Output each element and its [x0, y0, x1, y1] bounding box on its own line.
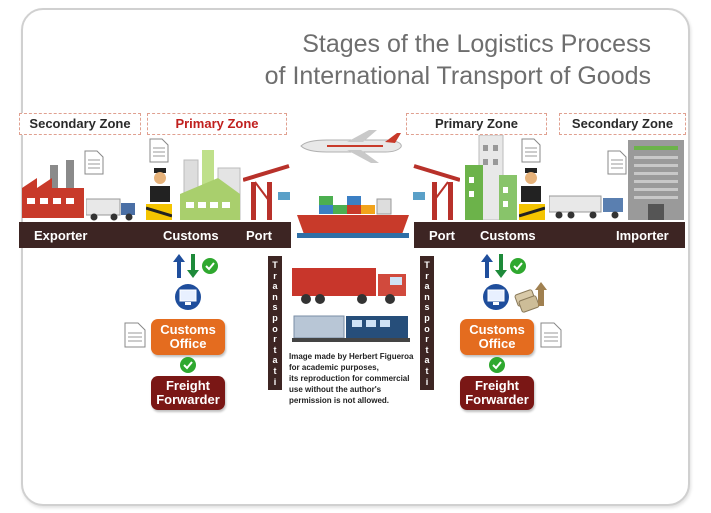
band-label-exporter: Exporter [34, 228, 88, 243]
train-icon [292, 315, 410, 342]
transportation-letter: T [272, 260, 278, 270]
computer-icon [175, 284, 201, 310]
transportation-letter: o [424, 323, 430, 334]
transportation-letter: a [272, 281, 278, 292]
customs-office-line2: Office [169, 336, 207, 351]
customs-office-line1: Customs [160, 322, 216, 337]
credit-note-line1: Image made by Herbert Figueroa [289, 352, 414, 361]
transportation-letter: a [272, 355, 278, 366]
credit-note-line2: for academic purposes, [289, 363, 379, 372]
customs-office-line1: Customs [469, 322, 525, 337]
transportation-letter: a [424, 355, 430, 366]
warehouse-icon [628, 140, 684, 220]
transportation-letter: r [273, 270, 277, 281]
transportation-letter: t [273, 365, 277, 376]
title-line-2: of International Transport of Goods [264, 62, 651, 90]
crane-icon [413, 164, 460, 220]
semi-truck-icon [292, 268, 406, 304]
transportation-letter: p [272, 312, 278, 323]
warehouse-icon [465, 135, 517, 220]
computer-icon [483, 284, 509, 310]
freight-forwarder-line2: Forwarder [465, 392, 529, 407]
document-icon [124, 322, 146, 348]
zone-label-right-secondary: Secondary Zone [559, 113, 686, 135]
transportation-letter: t [425, 365, 429, 376]
transportation-letter: o [424, 387, 430, 398]
transportation-letter: s [272, 302, 278, 313]
zone-label-right-primary: Primary Zone [406, 113, 547, 135]
credit-note-line5: permission is not allowed. [289, 396, 390, 405]
document-icon [540, 322, 562, 348]
document-icon [521, 138, 541, 163]
band-label-importer: Importer [616, 228, 669, 243]
customs-office-line2: Office [478, 336, 516, 351]
warehouse-icon [180, 150, 241, 220]
band-label-port-left: Port [246, 228, 272, 243]
diagram-frame [21, 8, 690, 506]
money-icon [514, 282, 547, 313]
transportation-letter: n [424, 291, 430, 302]
cargo-ship-icon [297, 196, 409, 238]
semi-truck-icon [549, 195, 623, 219]
transportation-letter: r [425, 334, 429, 345]
credit-note-line4: use without the author's [289, 385, 382, 394]
guard-icon [519, 168, 545, 220]
title-line-1: Stages of the Logistics Process [302, 30, 651, 58]
credit-note-line3: its reproduction for commercial [289, 374, 410, 383]
airplane-icon [300, 130, 402, 163]
transportation-letter: i [425, 376, 429, 387]
transportation-letter: p [424, 312, 430, 323]
transportation-letter: i [273, 376, 277, 387]
transportation-letter: r [273, 334, 277, 345]
band-label-customs-right: Customs [480, 228, 536, 243]
flow-band-right [414, 222, 685, 248]
truck-icon [86, 198, 135, 221]
document-icon [607, 150, 627, 175]
diagram-title: Stages of the Logistics Process of Inter… [265, 28, 651, 92]
transportation-letter: T [424, 260, 430, 270]
freight-forwarder-line2: Forwarder [156, 392, 220, 407]
credit-note: Image made by Herbert Figueroa for acade… [289, 351, 414, 406]
transportation-letter: n [424, 397, 430, 408]
checkmark-icon [180, 357, 196, 373]
guard-icon [146, 168, 172, 220]
band-label-port-right: Port [429, 228, 455, 243]
crane-icon [243, 164, 290, 220]
document-icon [84, 150, 104, 175]
transportation-letter: s [424, 302, 430, 313]
transportation-letter: t [273, 344, 277, 355]
checkmark-icon [489, 357, 505, 373]
arrow-up-icon [173, 254, 218, 278]
transportation-letter: o [272, 387, 278, 398]
transportation-letter: o [272, 323, 278, 334]
factory-icon [22, 160, 84, 218]
freight-forwarder-line1: Freight [474, 378, 520, 393]
zone-label-left-primary: Primary Zone [147, 113, 287, 135]
transportation-letter: a [424, 281, 430, 292]
transportation-letter: t [425, 344, 429, 355]
document-icon [149, 138, 169, 163]
transportation-letter: n [272, 397, 278, 408]
freight-forwarder-line1: Freight [165, 378, 211, 393]
transportation-letter: r [425, 270, 429, 281]
transportation-letter: n [272, 291, 278, 302]
zone-label-left-secondary: Secondary Zone [19, 113, 141, 135]
arrow-up-icon [481, 254, 526, 278]
flow-band-left [19, 222, 291, 248]
band-label-customs-left: Customs [163, 228, 219, 243]
